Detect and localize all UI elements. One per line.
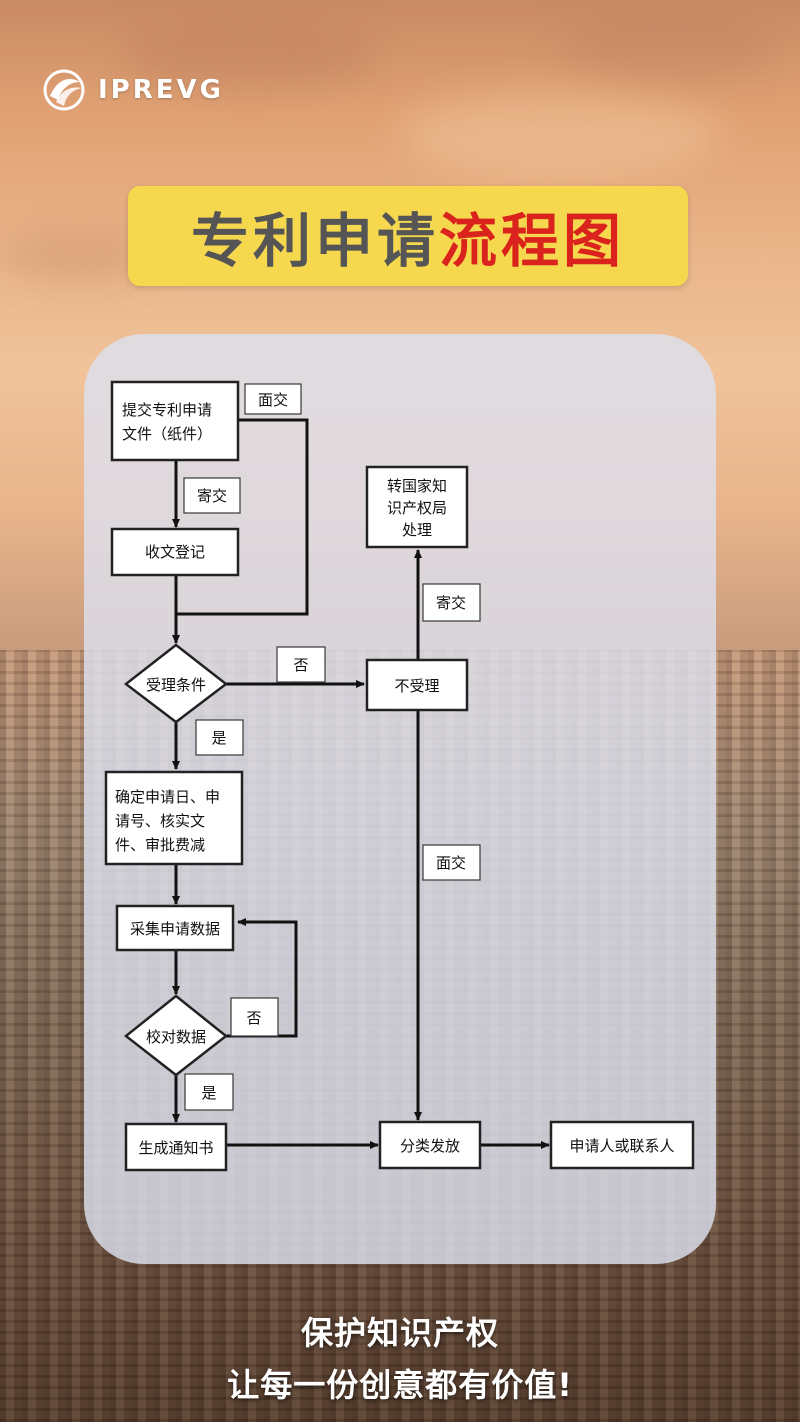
node-transfer-line-3: 处理: [402, 521, 432, 539]
label-box-no-2: [230, 997, 279, 1037]
node-recipient: [549, 1120, 695, 1170]
node-register: [110, 527, 240, 577]
wing-logo-icon: [43, 69, 85, 111]
slogan-line-2: 让每一份创意都有价值!: [227, 1366, 573, 1404]
node-distribute-label: 分类发放: [400, 1137, 460, 1155]
node-submit-line-1: 提交专利申请: [122, 401, 212, 419]
node-notice-label: 生成通知书: [138, 1139, 213, 1157]
label-in-person-2: 面交: [436, 854, 466, 872]
node-submit-line-2: 文件（纸件）: [122, 425, 212, 443]
label-yes-1: 是: [211, 729, 226, 747]
label-box-no-1: [276, 646, 326, 683]
label-box-in-person-1: [244, 383, 302, 415]
label-box-in-person-2: [422, 844, 481, 881]
node-notice: [124, 1122, 228, 1172]
label-mail-1: 寄交: [197, 487, 227, 505]
connector-submit-inperson: [176, 418, 309, 616]
node-register-label: 收文登记: [145, 543, 205, 561]
label-in-person-1: 面交: [258, 391, 288, 409]
node-transfer-line-2: 识产权局: [387, 499, 447, 517]
title-part-2: 流程图: [439, 207, 626, 275]
node-transfer-line-1: 转国家知: [387, 477, 447, 495]
label-no-1: 否: [293, 656, 308, 674]
label-yes-2: 是: [201, 1084, 216, 1102]
brand-logo: IPREVG: [40, 68, 224, 112]
title-banner: 专利申请流程图: [128, 186, 688, 286]
node-transfer: [365, 465, 469, 549]
node-confirm-line-2: 请号、核实文: [115, 812, 205, 830]
label-box-yes-1: [195, 719, 244, 756]
node-reject: [365, 658, 469, 712]
brand-name: IPREVG: [98, 75, 224, 105]
decision-acceptance-label: 受理条件: [146, 676, 206, 694]
label-box-mail-2: [422, 583, 481, 622]
decision-acceptance: [123, 643, 229, 724]
decision-verify: [123, 994, 229, 1077]
node-distribute: [378, 1120, 482, 1170]
node-confirm: [104, 770, 244, 866]
node-confirm-line-1: 确定申请日、申: [115, 788, 220, 806]
label-box-mail-1: [183, 477, 241, 514]
label-box-yes-2: [184, 1073, 234, 1111]
node-confirm-line-3: 件、审批费减: [115, 836, 205, 854]
node-collect: [115, 904, 235, 952]
node-submit: [110, 380, 240, 462]
node-reject-label: 不受理: [394, 677, 439, 695]
decision-verify-label: 校对数据: [146, 1028, 206, 1046]
slogan-line-1: 保护知识产权: [300, 1314, 499, 1352]
title-part-1: 专利申请: [190, 207, 439, 275]
node-collect-label: 采集申请数据: [130, 920, 220, 938]
label-no-2: 否: [246, 1009, 261, 1027]
background-cloud: [400, 90, 720, 180]
background-cloud: [560, 10, 780, 80]
label-mail-2: 寄交: [436, 594, 466, 612]
node-recipient-label: 申请人或联系人: [569, 1137, 674, 1155]
background-cloud: [120, 20, 380, 90]
